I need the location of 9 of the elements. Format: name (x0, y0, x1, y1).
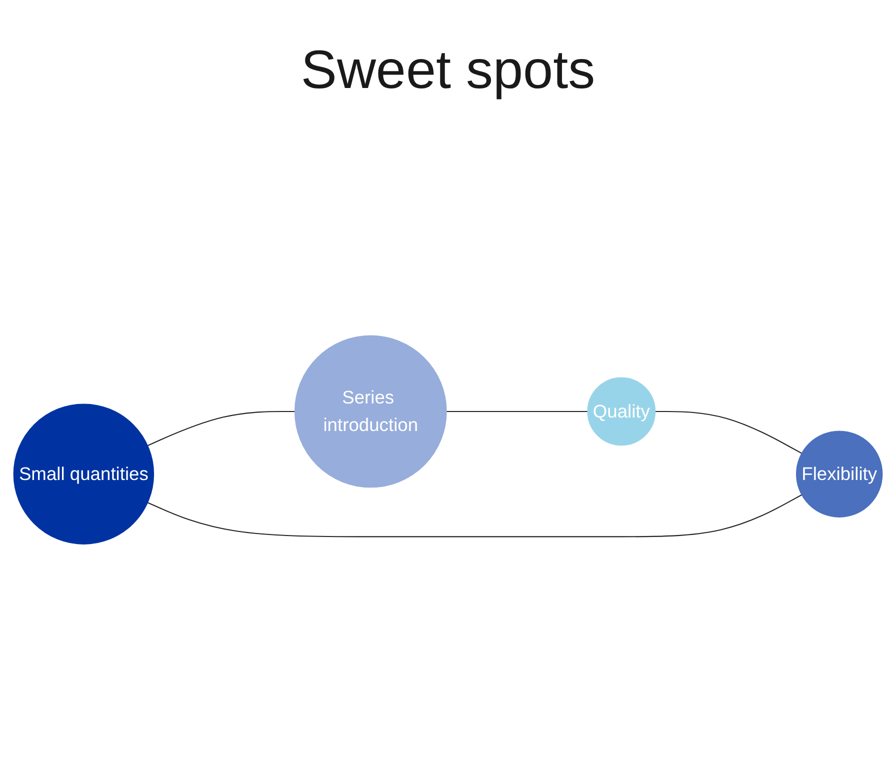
connector (147, 411, 295, 446)
connector (446, 411, 588, 412)
node-circle: Flexibility (796, 430, 883, 518)
connector (147, 494, 802, 538)
center-heading: Sweet spots (300, 39, 596, 101)
node-circle: Series introduction (294, 335, 447, 488)
node-circle: Small quantities (13, 404, 154, 545)
node-circle: Quality (587, 377, 656, 446)
connector (655, 411, 802, 454)
